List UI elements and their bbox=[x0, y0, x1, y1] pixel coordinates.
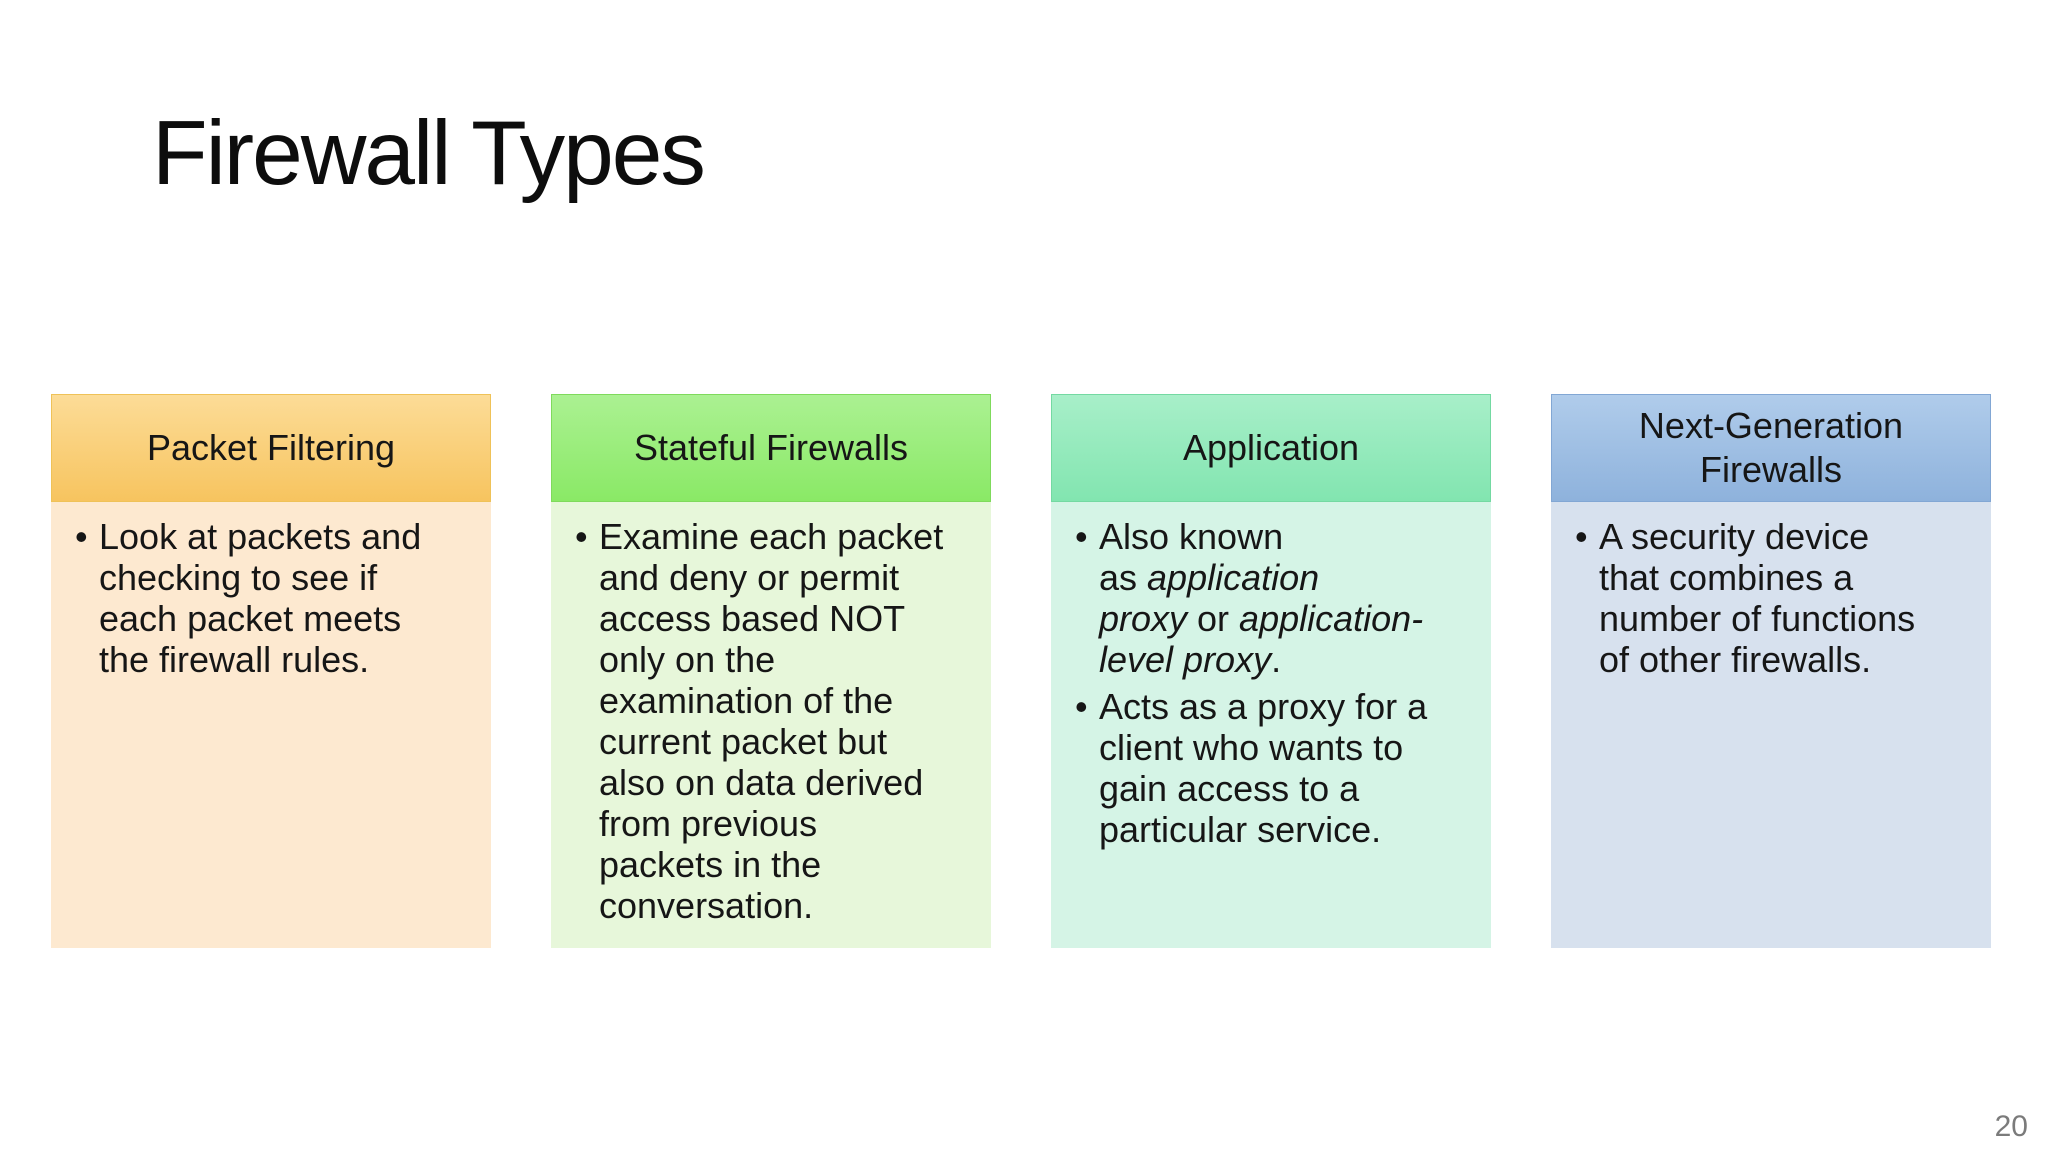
bullet-glyph: • bbox=[575, 516, 588, 557]
slide-title: Firewall Types bbox=[152, 103, 706, 204]
page-number: 20 bbox=[1994, 1110, 2028, 1143]
bullet-glyph: • bbox=[1575, 516, 1588, 557]
column-header: Packet Filtering bbox=[51, 394, 491, 502]
column-title: Stateful Firewalls bbox=[633, 427, 909, 468]
column-title: Packet Filtering bbox=[146, 427, 396, 468]
column-header: Stateful Firewalls bbox=[551, 394, 991, 502]
bullet-glyph: • bbox=[75, 516, 88, 557]
bullet-glyph: • bbox=[1075, 516, 1088, 557]
column-header: Application bbox=[1051, 394, 1491, 502]
bullet-glyph: • bbox=[1075, 686, 1088, 727]
column-title: Application bbox=[1182, 427, 1360, 468]
